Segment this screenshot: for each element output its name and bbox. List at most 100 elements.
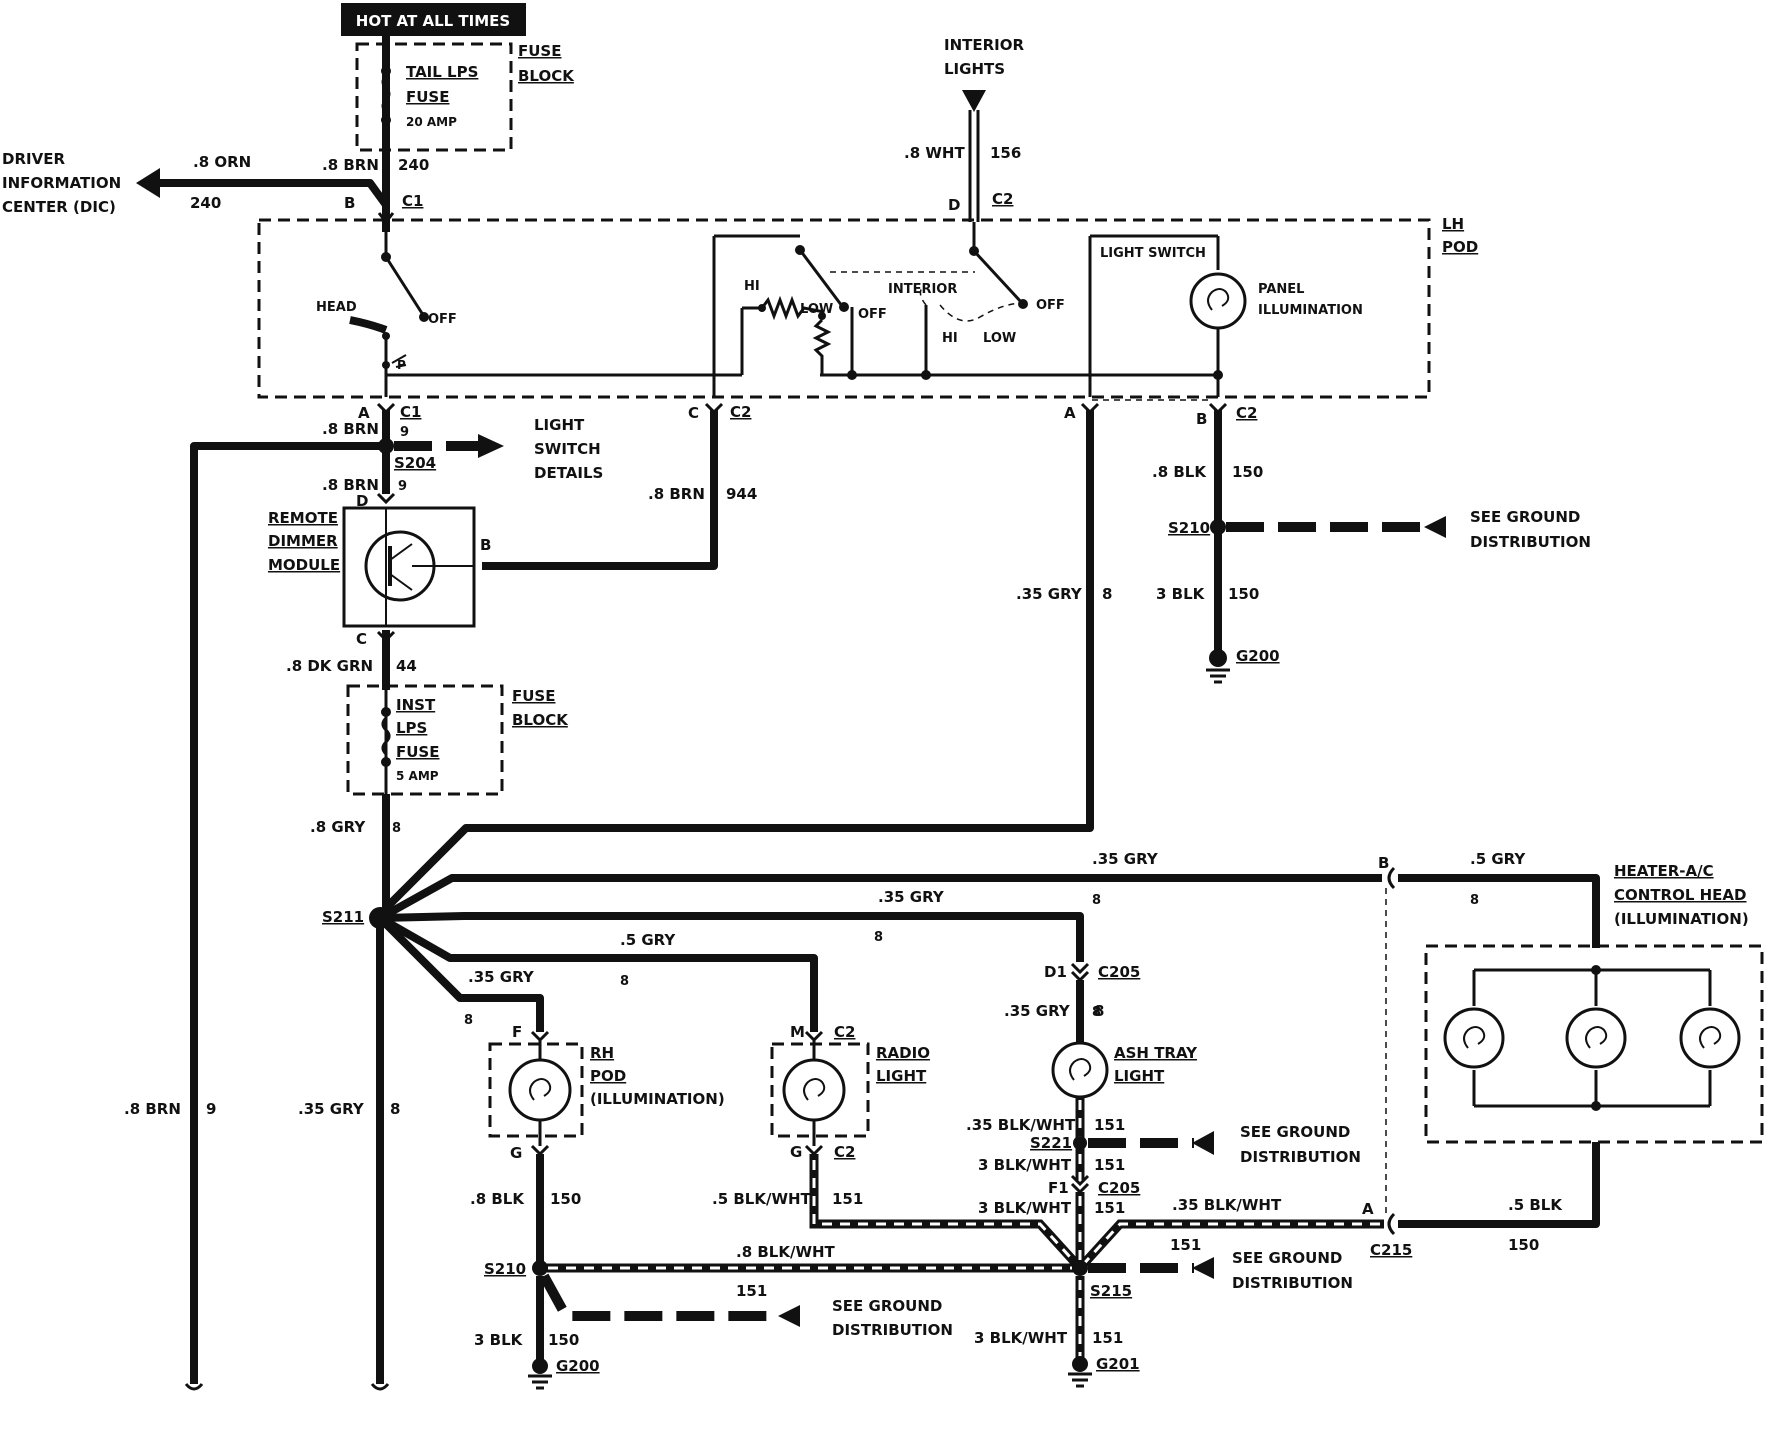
bottom-ground-bus: .8 BLK/WHT 151 S210 SEE GROUND DISTRIBUT… [474, 1243, 1353, 1390]
ashtray-line-2: LIGHT [1114, 1067, 1165, 1085]
left-brn-circuit: 9 [206, 1100, 216, 1118]
s211-b3-color: .5 GRY [620, 931, 676, 949]
lh-pod-title-1: LH [1442, 215, 1464, 233]
s210-see-1: SEE GROUND [832, 1297, 942, 1315]
tail-fuse-rating: 20 AMP [406, 115, 457, 129]
heater-in-color: .5 GRY [1470, 850, 1526, 868]
s211-splice: S211 .35 GRY .35 GRY 8 .5 GRY 8 .35 GRY … [322, 850, 1382, 1384]
dimmer-line-1: REMOTE [268, 509, 338, 527]
inst-fuse-out-circuit: 8 [392, 821, 401, 836]
s215-see-2: DISTRIBUTION [1232, 1274, 1353, 1292]
rh-pod-pin-g: G [510, 1144, 522, 1162]
s211-b6-circuit: 8 [1092, 1005, 1101, 1020]
dimmer-out-circuit: 44 [396, 657, 417, 675]
head-label: HEAD [316, 300, 357, 315]
s215-out-circuit: 151 [1092, 1329, 1123, 1347]
dic-branch: DRIVER INFORMATION CENTER (DIC) .8 ORN 2… [2, 150, 390, 216]
pod-pin-a2: A [1064, 404, 1076, 422]
heater-pin-b: B [1378, 854, 1389, 872]
s210-bottom-label: S210 [484, 1260, 526, 1278]
heater-title-1: HEATER-A/C [1614, 862, 1714, 880]
wire-gry-8-main [383, 410, 1094, 911]
gry8-wire-color: .35 GRY [1016, 585, 1083, 603]
wire-944 [482, 410, 718, 570]
s210-link-color: .8 BLK/WHT [736, 1243, 836, 1261]
dimmer-hi-label: HI [744, 279, 760, 294]
ashtray-pin-f1: F1 [1048, 1179, 1069, 1197]
park-label: P [397, 358, 406, 372]
pod-conn-c2b: C2 [1236, 404, 1257, 422]
wire-944-circuit: 944 [726, 485, 757, 503]
s210-ground: G200 [556, 1357, 600, 1375]
radio-line-1: RADIO [876, 1044, 930, 1062]
interior-lights-pin-d: D [948, 196, 960, 214]
pod-gnd-circuit2: 150 [1228, 585, 1259, 603]
s215-label: S215 [1090, 1282, 1132, 1300]
interior-switch-label: INTERIOR [888, 282, 957, 297]
s204-wire-top: .8 BRN [322, 420, 379, 438]
remote-dimmer-module: REMOTE DIMMER MODULE B C [268, 506, 491, 648]
radio-ground-wire [809, 1154, 1084, 1272]
s211-label: S211 [322, 908, 364, 926]
s204-label: S204 [394, 454, 436, 472]
fuse-block-label-1: FUSE [518, 42, 561, 60]
heater-in-circuit: 8 [1470, 893, 1479, 908]
heater-pin-a: A [1362, 1200, 1374, 1218]
ashtray-w2-circuit: 151 [1094, 1156, 1125, 1174]
interior-hi-label: HI [942, 331, 958, 346]
ashtray-in-circuit: 8 [1094, 1002, 1104, 1020]
inst-fuse-line-1: INST [396, 696, 436, 714]
s211-b2-circuit: 8 [874, 930, 883, 945]
heater-out-circuit: 150 [1508, 1236, 1539, 1254]
hot-label: HOT AT ALL TIMES [356, 12, 510, 30]
dimmer-out-color: .8 DK GRN [286, 657, 373, 675]
s210-link-circuit: 151 [736, 1282, 767, 1300]
s204-wire-bottom: .8 BRN [322, 476, 379, 494]
inst-lps-fuse: .8 DK GRN 44 INST LPS FUSE 5 AMP FUSE BL… [286, 630, 569, 918]
s211-b2-color: .35 GRY [878, 888, 945, 906]
lh-pod-title-2: POD [1442, 238, 1478, 256]
pod-pin-c: C [688, 404, 699, 422]
inst-fuse-line-3: FUSE [396, 743, 439, 761]
s211-b5-circuit: 8 [1092, 893, 1101, 908]
dimmer-low-label: LOW [800, 302, 833, 317]
dimmer-line-3: MODULE [268, 556, 340, 574]
gry-break-symbol [370, 1383, 390, 1391]
tail-fuse-label-1: TAIL LPS [406, 63, 478, 81]
lh-pod: LH POD HEAD OFF P HI LOW [257, 212, 1478, 401]
rh-pod-gnd-circuit: 150 [550, 1190, 581, 1208]
gry8-circuit: 8 [1102, 585, 1112, 603]
heater-title-2: CONTROL HEAD [1614, 886, 1747, 904]
interior-lights-line-2: LIGHTS [944, 60, 1005, 78]
pod-c1-circuit: 9 [400, 425, 409, 440]
inst-fuse-block-1: FUSE [512, 687, 555, 705]
ashtray-w3-circuit: 151 [1094, 1199, 1125, 1217]
radio-conn-top: C2 [834, 1023, 855, 1041]
ashtray-out-color: .35 BLK/WHT [966, 1116, 1076, 1134]
inst-fuse-line-2: LPS [396, 719, 427, 737]
s215-out-color: 3 BLK/WHT [974, 1329, 1068, 1347]
ashtray-line-1: ASH TRAY [1114, 1044, 1198, 1062]
hot-at-all-times-block: HOT AT ALL TIMES [341, 3, 526, 36]
rh-pod-line-1: RH [590, 1044, 614, 1062]
pod-pin-a: A [358, 404, 370, 422]
lsd-line-2: SWITCH [534, 440, 601, 458]
s215-see-1: SEE GROUND [1232, 1249, 1342, 1267]
ashtray-see-2: DISTRIBUTION [1240, 1148, 1361, 1166]
s210-out-circuit: 150 [548, 1331, 579, 1349]
rh-pod: F G RH POD (ILLUMINATION) .8 BLK 150 [470, 1023, 725, 1268]
ashtray-splice: S221 [1030, 1134, 1072, 1152]
panel-illumination-2: ILLUMINATION [1258, 303, 1363, 318]
s211-b1-color: .35 GRY [1092, 850, 1159, 868]
left-gry-circuit: 8 [390, 1100, 400, 1118]
radio-pin-m: M [790, 1023, 805, 1041]
tail-fuse-label-2: FUSE [406, 88, 449, 106]
interior-lights-wire-color: .8 WHT [904, 144, 965, 162]
radio-conn-bottom: C2 [834, 1143, 855, 1161]
tail-fuse-block: TAIL LPS FUSE 20 AMP FUSE BLOCK [355, 36, 575, 232]
pod-gnd-circuit: 150 [1232, 463, 1263, 481]
inst-fuse-rating: 5 AMP [396, 769, 439, 783]
interior-lights-line-1: INTERIOR [944, 36, 1024, 54]
heater-gnd-color: .35 BLK/WHT [1172, 1196, 1282, 1214]
